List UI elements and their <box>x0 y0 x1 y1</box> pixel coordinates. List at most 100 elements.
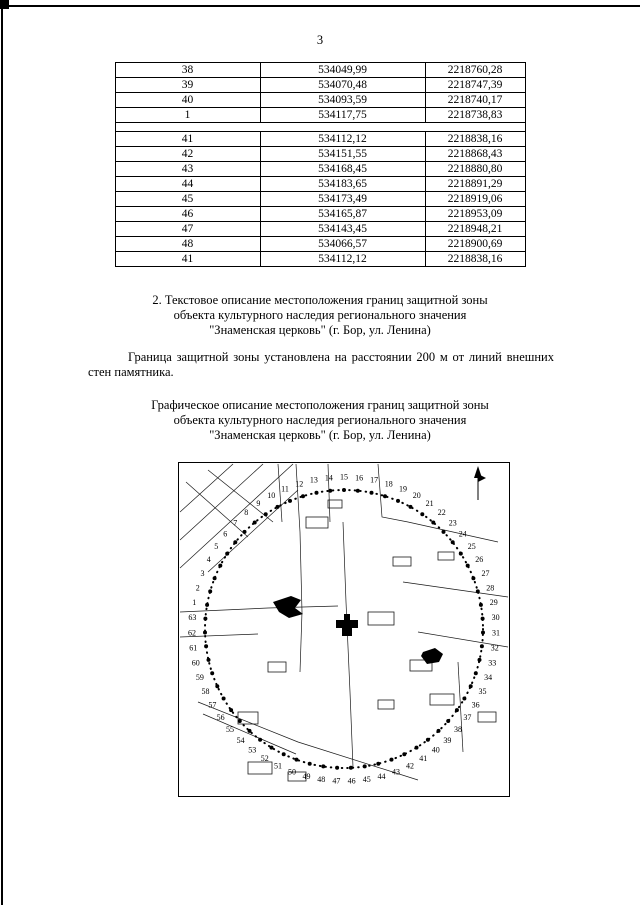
boundary-point-dot <box>383 494 387 499</box>
boundary-point-label: 38 <box>454 725 462 734</box>
table-cell: 2218838,16 <box>424 251 526 267</box>
boundary-point-label: 60 <box>192 658 200 667</box>
boundary-point-dot <box>402 752 407 757</box>
boundary-point-label: 30 <box>492 613 500 622</box>
boundary-point-label: 37 <box>463 713 471 722</box>
table-cell: 41 <box>114 131 261 147</box>
table-cell: 46 <box>114 206 261 222</box>
boundary-point-label: 19 <box>399 484 407 493</box>
boundary-point-label: 28 <box>486 583 494 592</box>
boundary-point-dot <box>355 488 360 493</box>
north-arrow-icon <box>474 466 486 500</box>
table-cell: 2218953,09 <box>424 206 526 222</box>
boundary-point-dot <box>210 671 215 676</box>
table-cell: 2218760,28 <box>424 62 526 78</box>
boundary-point-dot <box>205 602 210 607</box>
boundary-point-label: 1 <box>192 598 196 607</box>
boundary-point-dot <box>454 708 459 713</box>
boundary-point-label: 48 <box>317 775 325 784</box>
boundary-point-label: 13 <box>310 476 318 485</box>
table-row <box>114 122 526 132</box>
boundary-point-dot <box>203 616 208 621</box>
boundary-point-label: 35 <box>479 687 487 696</box>
table-cell: 2218900,69 <box>424 236 526 252</box>
boundary-point-dot <box>328 488 333 493</box>
boundary-point-dot <box>420 512 425 517</box>
boundary-point-dot <box>247 728 252 733</box>
boundary-point-dot <box>252 520 257 525</box>
table-cell: 534143,45 <box>259 221 426 237</box>
boundary-point-dot <box>215 684 220 689</box>
heading-line: объекта культурного наследия регионально… <box>173 413 467 427</box>
boundary-point-dot <box>314 490 319 495</box>
boundary-point-label: 42 <box>406 761 414 770</box>
boundary-point-dot <box>237 719 242 723</box>
text-description-heading: 2. Текстовое описание местоположения гра… <box>0 293 640 338</box>
table-cell: 47 <box>114 221 261 237</box>
boundary-point-label: 45 <box>363 775 371 784</box>
boundary-point-dot <box>321 764 326 769</box>
boundary-point-label: 5 <box>214 542 218 551</box>
boundary-point-dot <box>408 504 413 509</box>
boundary-point-dot <box>465 563 470 568</box>
boundary-point-label: 21 <box>426 499 434 508</box>
heading-line: "Знаменская церковь" (г. Бор, ул. Ленина… <box>209 428 431 442</box>
boundary-point-dot <box>450 540 455 545</box>
boundary-point-dot <box>348 765 353 770</box>
boundary-point-dot <box>203 630 207 635</box>
table-cell: 2218740,17 <box>424 92 526 108</box>
park-shape <box>273 596 303 618</box>
boundary-point-label: 20 <box>413 491 421 500</box>
table-cell: 2218868,43 <box>424 146 526 162</box>
boundary-point-dot <box>263 512 268 517</box>
page-number: 3 <box>316 33 324 47</box>
boundary-point-dot <box>480 616 485 621</box>
boundary-point-dot <box>242 529 247 534</box>
boundary-point-label: 61 <box>189 643 197 652</box>
boundary-point-dot <box>396 498 400 503</box>
boundary-point-label: 18 <box>385 479 393 488</box>
boundary-point-dot <box>431 520 436 525</box>
table-cell: 1 <box>114 107 261 123</box>
boundary-point-label: 4 <box>207 555 211 564</box>
boundary-point-dot <box>281 752 286 757</box>
boundary-point-label: 27 <box>482 569 490 578</box>
table-cell: 2218880,80 <box>424 161 526 177</box>
scan-artifact-left-line <box>1 0 3 905</box>
text-description-paragraph: Граница защитной зоны установлена на рас… <box>88 350 554 379</box>
boundary-point-dot <box>225 551 230 556</box>
boundary-point-dot <box>458 551 463 556</box>
boundary-point-label: 52 <box>261 754 269 763</box>
boundary-point-label: 31 <box>492 628 500 637</box>
boundary-point-label: 32 <box>491 643 499 652</box>
boundary-point-label: 57 <box>208 701 216 710</box>
boundary-point-dot <box>369 490 374 495</box>
graphic-description-heading: Графическое описание местоположения гран… <box>0 398 640 443</box>
table-cell: 2218891,29 <box>424 176 526 192</box>
boundary-point-dot <box>471 576 476 581</box>
table-cell: 2218919,06 <box>424 191 526 207</box>
table-cell: 43 <box>114 161 261 177</box>
boundary-point-dot <box>446 719 451 723</box>
boundary-point-dot <box>294 757 299 762</box>
boundary-point-dot <box>269 745 274 750</box>
boundary-point-dot <box>441 529 446 534</box>
heading-line: "Знаменская церковь" (г. Бор, ул. Ленина… <box>209 323 431 337</box>
table-cell: 534173,49 <box>259 191 426 207</box>
table-cell: 534165,87 <box>259 206 426 222</box>
boundary-point-label: 63 <box>188 613 196 622</box>
boundary-point-dot <box>288 498 292 503</box>
table-cell: 534112,12 <box>259 131 426 147</box>
boundary-point-label: 26 <box>475 555 483 564</box>
table-cell: 44 <box>114 176 261 192</box>
